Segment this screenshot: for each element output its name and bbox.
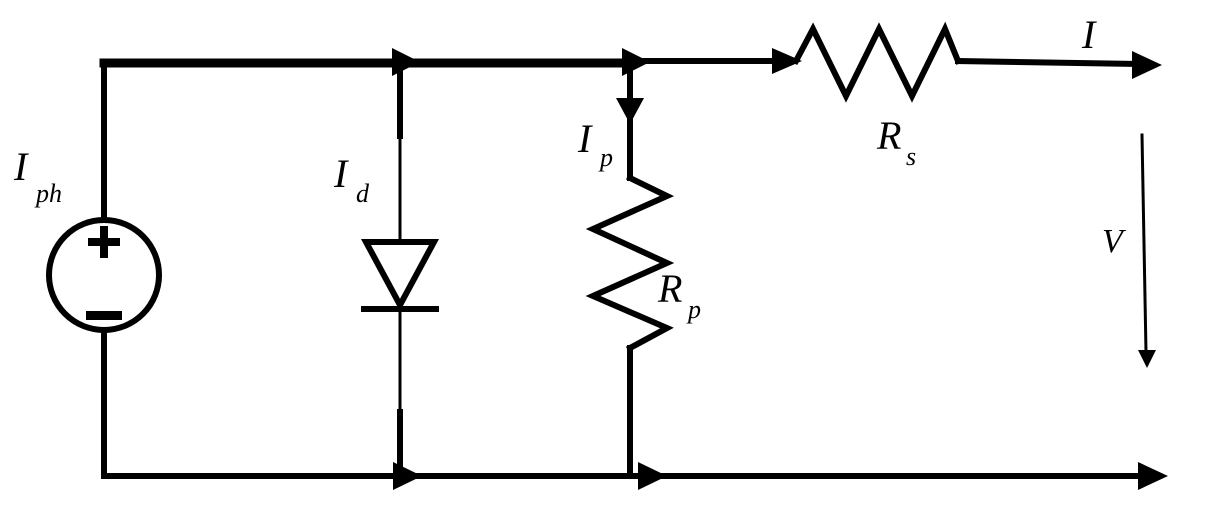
diode-current-label: I [333,151,349,196]
parallel-current-label: I [577,116,593,161]
plus-sign-vertical [100,226,108,258]
parallel-resistor-subscript: p [686,295,701,324]
voltage-arrow-head [1138,350,1156,368]
output-voltage-label: V [1102,223,1127,260]
top-junction-arrow-2 [622,48,650,76]
diode-triangle [360,239,440,312]
voltage-arrow-line [1140,133,1148,354]
series-input-arrow [772,48,802,74]
series-resistor [791,21,962,103]
source-current-label: I [13,144,29,189]
source-current-subscript: ph [34,179,62,208]
parallel-resistor [585,173,675,353]
bottom-arrow-2 [638,462,667,490]
output-current-arrow [1132,51,1162,79]
diode-current-subscript: d [356,179,370,208]
parallel-current-subscript: p [598,143,613,172]
top-junction-arrow-1 [392,48,420,76]
parallel-current-arrow [616,98,644,124]
series-resistor-label: R [876,113,901,158]
output-wire-top [954,57,1140,68]
bottom-output-arrow [1138,462,1168,490]
series-resistor-subscript: s [906,142,916,171]
minus-sign [86,311,122,320]
output-current-label: I [1081,12,1097,57]
parallel-resistor-label: R [657,266,682,311]
